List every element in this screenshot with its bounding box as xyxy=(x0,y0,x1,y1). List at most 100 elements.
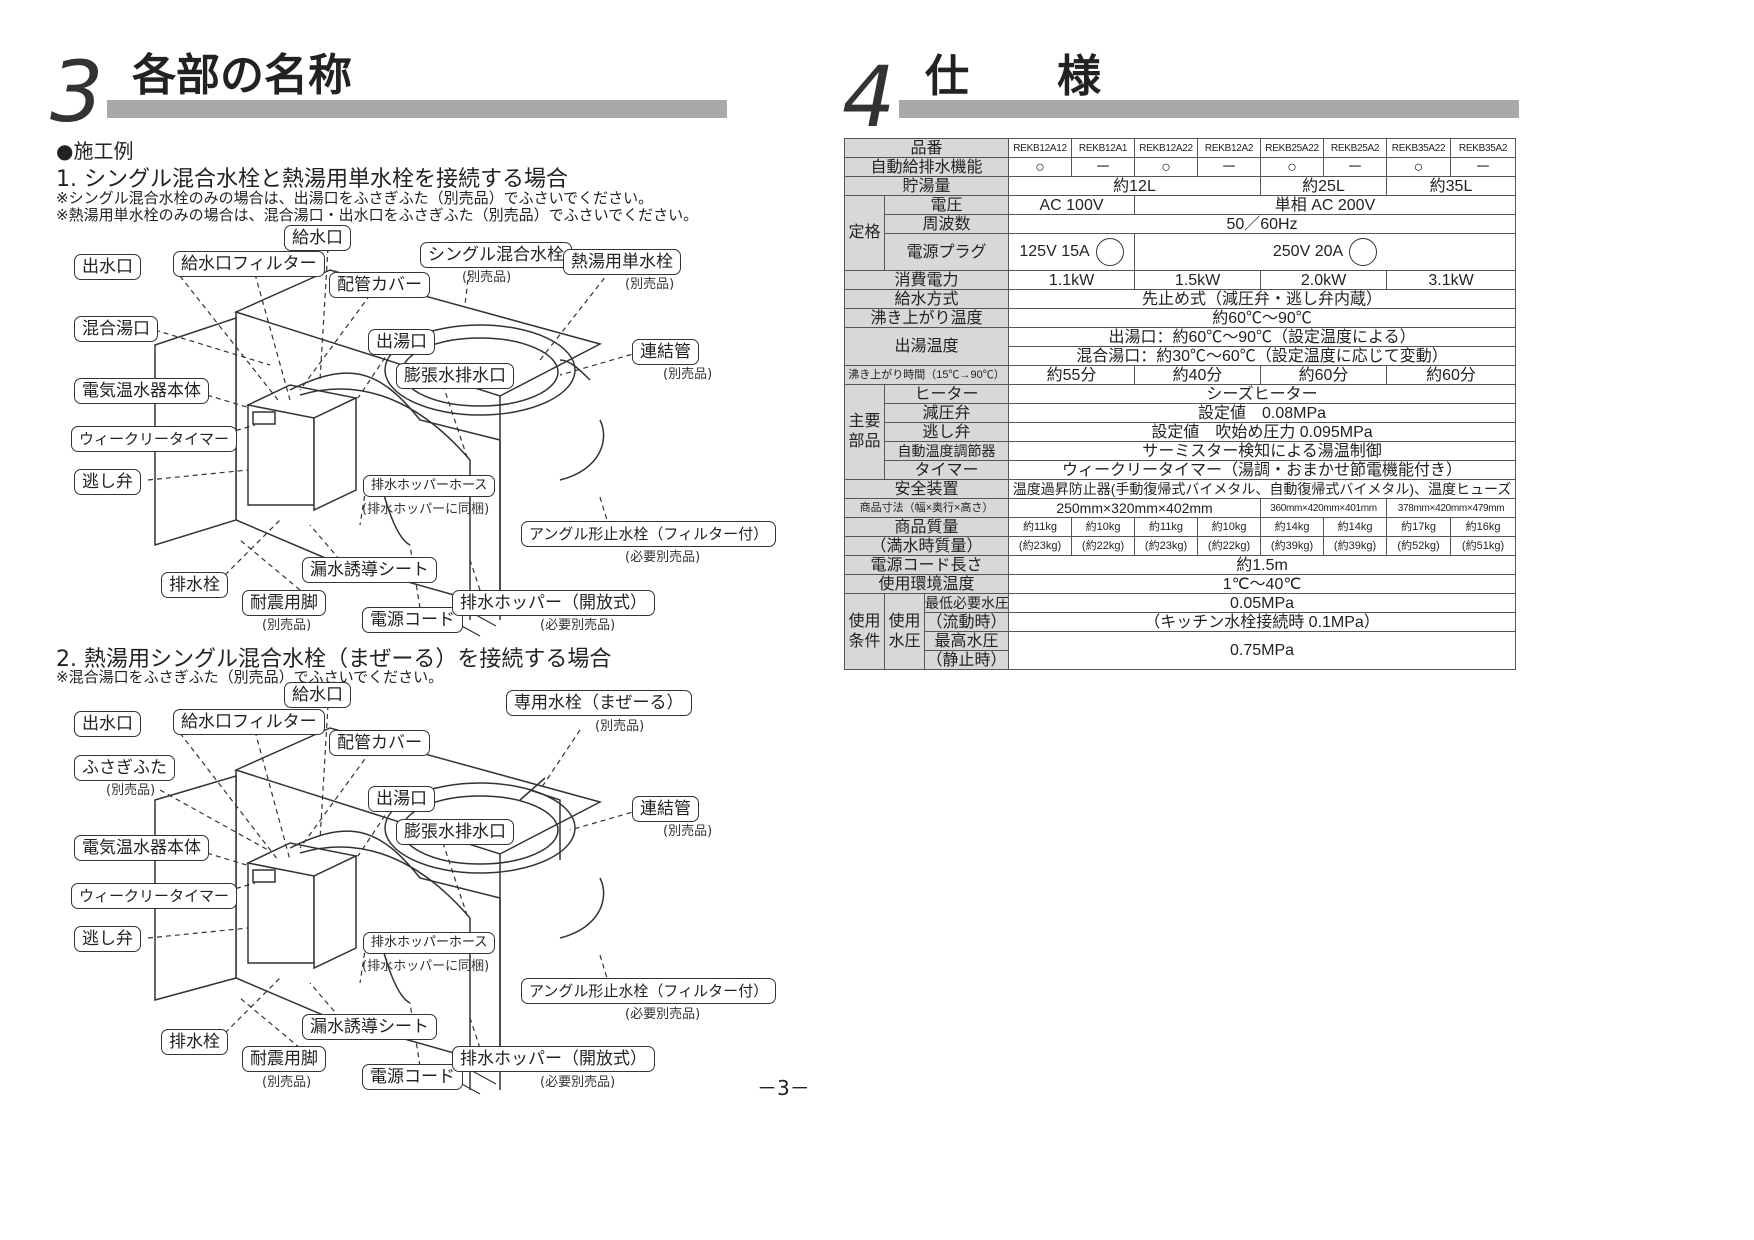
power-3: 2.0kW xyxy=(1260,270,1388,290)
label-kyusuiguchi: 給水口 xyxy=(284,225,351,251)
label2-renketsu: 連結管 xyxy=(632,796,699,822)
row-minp-1: 使用条件 使用水圧 最低必要水圧 0.05MPa xyxy=(844,593,1517,670)
mass-5: 約14kg xyxy=(1260,517,1325,537)
row-heater: 主要部品 ヒーター シーズヒーター xyxy=(844,384,1517,480)
plug-100-text: 125V 15A xyxy=(1019,243,1090,261)
power-label: 消費電力 xyxy=(843,270,1010,290)
mass-full-2: (約22kg) xyxy=(1071,536,1136,556)
power-1: 1.1kW xyxy=(1008,270,1136,290)
nigashi-value: 設定値 吹始め圧力 0.095MPa xyxy=(1008,422,1517,442)
timer-value: ウィークリータイマー（湯調・おまかせ節電機能付き） xyxy=(1008,460,1517,480)
label2-filter: 給水口フィルター xyxy=(173,709,325,735)
spec-table: 品番 REKB12A12 REKB12A1 REKB12A22 REKB12A2… xyxy=(843,138,1517,670)
row-capacity: 貯湯量 約12L 約25L 約35L xyxy=(843,176,1517,196)
row-safety: 安全装置 温度過昇防止器(手動復帰式バイメタル、自動復帰式バイメタル)、温度ヒュ… xyxy=(843,479,1517,499)
section-4-number: 4 xyxy=(842,48,896,146)
mass-full-4: (約22kg) xyxy=(1197,536,1262,556)
label2-taishin-sub: (別売品) xyxy=(262,1075,312,1090)
label2-senyo-sub: (別売品) xyxy=(595,719,645,734)
label-cord: 電源コード xyxy=(362,607,463,633)
env-label: 使用環境温度 xyxy=(843,574,1010,594)
row-freq: 周波数 50／60Hz xyxy=(845,214,1517,234)
mass-full-6: (約39kg) xyxy=(1323,536,1388,556)
section-3-number: 3 xyxy=(50,43,104,141)
minp-value-2: （キッチン水栓接続時 0.1MPa） xyxy=(1008,612,1517,632)
label-renketsu: 連結管 xyxy=(632,339,699,365)
parts-label: 主要部品 xyxy=(844,384,885,480)
cord-value: 約1.5m xyxy=(1008,555,1517,575)
minp-label: 最低必要水圧 xyxy=(923,593,1010,613)
auto-label: 自動給排水機能 xyxy=(843,157,1010,177)
boiltime-1: 約55分 xyxy=(1008,365,1136,385)
label-rosui: 漏水誘導シート xyxy=(302,557,437,583)
supply-label: 給水方式 xyxy=(843,289,1010,309)
plug-label: 電源プラグ xyxy=(883,233,1010,271)
model-2: REKB12A1 xyxy=(1071,138,1136,158)
minp-label-2: （流動時） xyxy=(923,612,1010,632)
row-timer: タイマー ウィークリータイマー（湯調・おまかせ節電機能付き） xyxy=(845,460,1517,480)
label-timer: ウィークリータイマー xyxy=(71,426,238,452)
capacity-label: 貯湯量 xyxy=(843,176,1010,196)
case2-note1: ※混合湯口をふさぎふた（別売品）でふさいでください。 xyxy=(56,668,444,686)
label2-angle-sub: (必要別売品) xyxy=(625,1007,701,1022)
label2-pipe-cover: 配管カバー xyxy=(329,730,430,756)
label-single-faucet-sub: (別売品) xyxy=(462,270,512,285)
label2-bocho: 膨張水排水口 xyxy=(396,819,514,845)
label2-senyo: 専用水栓（まぜーる） xyxy=(506,690,692,716)
row-thermo: 自動温度調節器 サーミスター検知による湯温制御 xyxy=(845,441,1517,461)
label2-rosui: 漏水誘導シート xyxy=(302,1014,437,1040)
voltage-200: 単相 AC 200V xyxy=(1134,195,1517,215)
row-boiltime: 沸き上がり時間（15℃→90℃） 約55分 約40分 約60分 約60分 xyxy=(843,365,1517,385)
label-taishin-sub: (別売品) xyxy=(262,618,312,633)
cord-label: 電源コード長さ xyxy=(843,555,1010,575)
nigashi-label: 逃し弁 xyxy=(883,422,1010,442)
label2-angle: アングル形止水栓（フィルター付） xyxy=(521,978,777,1004)
label-nigashi: 逃し弁 xyxy=(74,469,141,495)
power-2: 1.5kW xyxy=(1134,270,1262,290)
model-3: REKB12A22 xyxy=(1134,138,1199,158)
mass-full-8: (約51kg) xyxy=(1450,536,1517,556)
boiltime-label: 沸き上がり時間（15℃→90℃） xyxy=(843,365,1010,385)
label-hot-faucet-sub: (別売品) xyxy=(625,277,675,292)
row-size: 商品寸法（幅×奥行×高さ） 250mm×320mm×402mm 360mm×42… xyxy=(843,498,1517,518)
genatsu-label: 減圧弁 xyxy=(883,403,1010,423)
label-taishin: 耐震用脚 xyxy=(242,590,326,616)
label2-hopper: 排水ホッパー（開放式） xyxy=(452,1046,655,1072)
row-voltage: 定格 電圧 AC 100V 単相 AC 200V xyxy=(844,195,1517,271)
freq-value: 50／60Hz xyxy=(1008,214,1517,234)
outtemp-label: 出湯温度 xyxy=(843,327,1010,366)
safety-value: 温度過昇防止器(手動復帰式バイメタル、自動復帰式バイメタル)、温度ヒューズ xyxy=(1008,479,1517,499)
label-hose: 排水ホッパーホース xyxy=(363,475,496,497)
case1-note1: ※シングル混合水栓のみの場合は、出湯口をふさぎふた（別売品）でふさいでください。 xyxy=(56,189,654,207)
label2-futa: ふさぎふた xyxy=(74,755,175,781)
heater-label: ヒーター xyxy=(883,384,1010,404)
model-6: REKB25A2 xyxy=(1323,138,1388,158)
mass-full-5: (約39kg) xyxy=(1260,536,1325,556)
model-7: REKB35A22 xyxy=(1386,138,1452,158)
label2-taishin: 耐震用脚 xyxy=(242,1046,326,1072)
auto-6: － xyxy=(1323,157,1388,177)
case1-note2: ※熱湯用単水栓のみの場合は、混合湯口・出水口をふさぎふた（別売品）でふさいでくだ… xyxy=(56,206,699,224)
maxp-label-2: （静止時） xyxy=(923,650,1010,670)
plug-100: 125V 15A xyxy=(1008,233,1136,271)
thermo-value: サーミスター検知による湯温制御 xyxy=(1008,441,1517,461)
label2-renketsu-sub: (別売品) xyxy=(663,824,713,839)
heater-value: シーズヒーター xyxy=(1008,384,1517,404)
auto-3: ○ xyxy=(1134,157,1199,177)
mass-8: 約16kg xyxy=(1450,517,1517,537)
teikaku-label: 定格 xyxy=(844,195,885,271)
outtemp-1: 出湯口：約60℃～90℃（設定温度による） xyxy=(1008,327,1517,347)
outtemp-2: 混合湯口：約30℃～60℃（設定温度に応じて変動） xyxy=(1008,346,1517,366)
row-genatsu: 減圧弁 設定値 0.08MPa xyxy=(845,403,1517,423)
model-8: REKB35A2 xyxy=(1450,138,1517,158)
mass-label-2: （満水時質量） xyxy=(843,536,1010,556)
boiltime-3: 約60分 xyxy=(1260,365,1388,385)
label-filter: 給水口フィルター xyxy=(173,251,325,277)
label-angle: アングル形止水栓（フィルター付） xyxy=(521,521,777,547)
label-haisui: 排水栓 xyxy=(161,572,228,598)
label-angle-sub: (必要別売品) xyxy=(625,550,701,565)
size-3: 378mm×420mm×479mm xyxy=(1386,498,1517,518)
row-minp-2: （流動時） （キッチン水栓接続時 0.1MPa） xyxy=(845,612,1517,632)
capacity-35: 約35L xyxy=(1386,176,1517,196)
